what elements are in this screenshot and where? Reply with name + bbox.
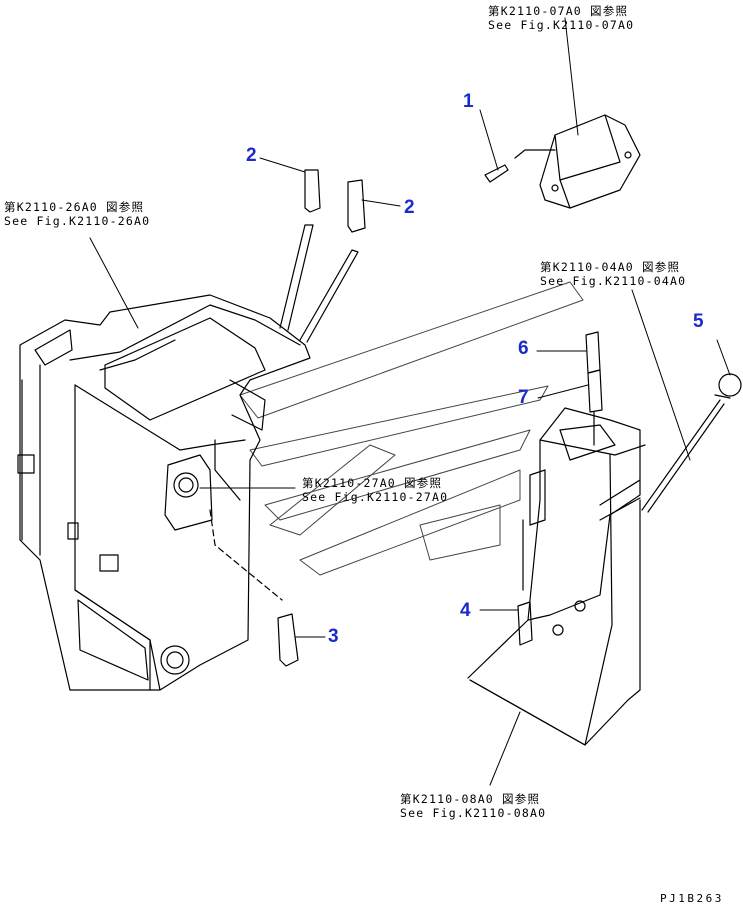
callout-1: 1 [463, 91, 474, 112]
ref-k27-jp: 第K2110-27A0 図参照 [302, 476, 443, 490]
ref-k07-jp: 第K2110-07A0 図参照 [488, 4, 629, 18]
callout-2b: 2 [404, 197, 415, 218]
leader-lines [89, 17, 731, 786]
ref-k07-en: See Fig.K2110-07A0 [488, 18, 635, 32]
callout-3: 3 [328, 626, 339, 647]
lever-5 [641, 373, 742, 513]
lever-pair [279, 169, 366, 343]
ref-k04-en: See Fig.K2110-04A0 [540, 274, 687, 288]
relay-box [484, 114, 641, 209]
ref-k08-jp: 第K2110-08A0 図参照 [400, 792, 541, 806]
ref-k26-en: See Fig.K2110-26A0 [4, 214, 151, 228]
callout-4: 4 [460, 600, 471, 621]
front-console-assembly [467, 407, 646, 746]
rear-console-assembly [17, 294, 311, 691]
ref-k26-jp: 第K2110-26A0 図参照 [4, 200, 145, 214]
callout-7: 7 [518, 387, 529, 408]
callout-5: 5 [693, 311, 704, 332]
parts-6-7 [585, 331, 603, 446]
ref-k04-jp: 第K2110-04A0 図参照 [540, 260, 681, 274]
callout-6: 6 [518, 338, 529, 359]
callout-2a: 2 [246, 145, 257, 166]
ref-k27-en: See Fig.K2110-27A0 [302, 490, 449, 504]
part-3 [209, 509, 299, 667]
ref-k08-en: See Fig.K2110-08A0 [400, 806, 547, 820]
drawing-code: PJ1B263 [660, 892, 724, 905]
background-logo [239, 281, 584, 576]
